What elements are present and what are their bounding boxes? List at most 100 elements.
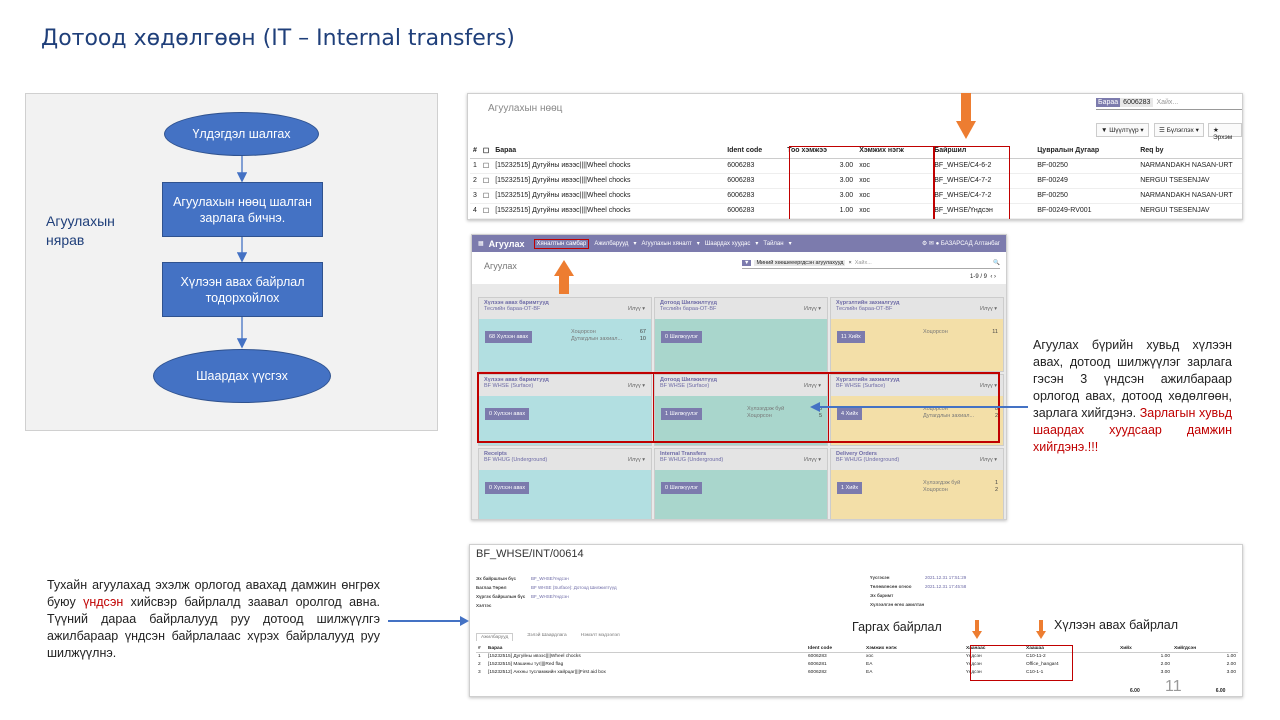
row-checkbox[interactable]: ☐ xyxy=(479,203,493,219)
row-checkbox[interactable]: ☐ xyxy=(479,188,493,204)
inventory-dashboard-screenshot: ▦ Агуулах Хяналтын самбар Ажилбарууд▾ Аг… xyxy=(471,234,1007,520)
select-all-checkbox[interactable]: ☐ xyxy=(479,144,493,159)
card-more-dropdown[interactable]: Илүү ▾ xyxy=(804,383,821,389)
card-title: Receipts xyxy=(484,451,507,457)
card-action-button[interactable]: 11 Хийх xyxy=(837,331,865,343)
menu-dashboard[interactable]: Хяналтын самбар xyxy=(533,238,590,249)
search-facet-label: Бараа xyxy=(1096,98,1121,107)
menu-reports[interactable]: Тайлан xyxy=(763,240,784,247)
flow-step-write-issue: Агуулахын нөөц шалган зарлага бичнэ. xyxy=(162,182,323,237)
card-action-button[interactable]: 1 Шилжүүлэг xyxy=(661,408,703,420)
flowchart-panel: Агуулахын нярав Үлдэгдэл шалгах Агуулахы… xyxy=(25,93,438,431)
groupby-button[interactable]: ☰ Бүлэглэх ▾ xyxy=(1154,123,1204,137)
view-title: Агуулах xyxy=(484,261,517,271)
menu-requests[interactable]: Шаардах хуудас xyxy=(704,240,751,247)
search-facet-value[interactable]: 6006283 xyxy=(1120,98,1154,107)
card-action-button[interactable]: 0 Шилжүүлэг xyxy=(661,331,703,343)
card-action-button[interactable]: 4 Хийх xyxy=(837,408,863,420)
search-icon[interactable]: 🔍 xyxy=(993,260,1000,266)
card-subtitle: BF WHSE (Surface) xyxy=(484,383,534,389)
flow-connectors xyxy=(236,154,248,349)
field-label: Эх баримт xyxy=(870,593,894,598)
table-row[interactable]: 1☐[15232515] Дугуйны ивээс||||Wheel choc… xyxy=(470,158,1242,174)
cell-lot: BF-00249-RV001 xyxy=(1034,203,1138,219)
card-action-button[interactable]: 0 Хүлээн авах xyxy=(485,482,530,494)
stock-table: # ☐ Бараа Ident code Тоо хэмжээ Хэмжих н… xyxy=(470,144,1242,219)
left-note: Тухайн агуулахад эхэлж орлогод авахад да… xyxy=(47,578,380,660)
down-arrow-icon xyxy=(956,93,976,139)
role-label: Агуулахын нярав xyxy=(46,213,115,248)
col-uom: Хэмжих нэгж xyxy=(856,144,932,159)
tab-requests[interactable]: Зэлэй Шаардлага xyxy=(527,633,567,638)
top-navbar: ▦ Агуулах Хяналтын самбар Ажилбарууд▾ Аг… xyxy=(472,235,1006,252)
card-more-dropdown[interactable]: Илүү ▾ xyxy=(980,457,997,463)
row-checkbox[interactable]: ☐ xyxy=(479,158,493,174)
filter-button[interactable]: ▼ Шүүлтүүр ▾ xyxy=(1096,123,1149,137)
menu-control[interactable]: Агуулахын хяналт xyxy=(641,240,692,247)
card-more-dropdown[interactable]: Илүү ▾ xyxy=(628,306,645,312)
line-cell: C10-1-1 xyxy=(1026,670,1044,675)
app-name: Агуулах xyxy=(488,238,525,249)
user-menu[interactable]: ⚙ ✉ ● БАЗАРСАД Алтанбаг xyxy=(921,241,1000,247)
card-subtitle: BF WHUG (Underground) xyxy=(484,457,548,463)
card-more-dropdown[interactable]: Илүү ▾ xyxy=(980,383,997,389)
cell-lot: BF-00249 xyxy=(1034,173,1138,189)
left-pointer-arrow-icon xyxy=(388,616,469,626)
field-value: BF_WHSE/Үндсэн xyxy=(531,576,569,581)
table-row[interactable]: 4☐[15232515] Дугуйны ивээс||||Wheel choc… xyxy=(470,203,1242,219)
card-action-button[interactable]: 1 Хийх xyxy=(837,482,863,494)
card-more-dropdown[interactable]: Илүү ▾ xyxy=(980,306,997,312)
field-label: Хэлтэс xyxy=(476,603,492,608)
card-action-button[interactable]: 0 Хүлээн авах xyxy=(485,408,530,420)
table-row[interactable]: 3☐[15232515] Дугуйны ивээс||||Wheel choc… xyxy=(470,188,1242,204)
card-more-dropdown[interactable]: Илүү ▾ xyxy=(628,457,645,463)
card-more-dropdown[interactable]: Илүү ▾ xyxy=(628,383,645,389)
line-cell: 1 xyxy=(478,654,481,660)
page-number: 11 xyxy=(1165,678,1182,695)
cell-location: BF_WHSE/C4-7-2 xyxy=(931,188,1035,204)
tab-extra[interactable]: Нэмэлт мэдээлэл xyxy=(580,633,620,638)
card-title: Хүргэлтийн захиалгууд xyxy=(836,377,900,383)
line-cell: 3 xyxy=(478,670,481,675)
line-cell: хос xyxy=(866,654,874,660)
highlight-from-to xyxy=(970,645,1073,681)
field-value: BF WHSE (Surface): Дотоод Шилжилтүүд xyxy=(531,585,617,590)
table-row[interactable]: 3[15232512] Анхны тусламжийн хайрцаг||||… xyxy=(476,669,1238,677)
cell-uom: хос xyxy=(856,173,932,189)
favorites-button[interactable]: ★ Эрхэм xyxy=(1208,123,1242,141)
line-cell: 6006281 xyxy=(808,662,827,667)
row-checkbox[interactable]: ☐ xyxy=(479,173,493,189)
apps-menu-icon[interactable]: ▦ xyxy=(478,241,484,247)
table-row[interactable]: 1[15232515] Дугуйны ивээс||||Wheel chock… xyxy=(476,653,1238,661)
pager[interactable]: 1-9 / 9 ‹ › xyxy=(969,274,996,280)
line-cell: 2.00 xyxy=(1226,662,1236,667)
menu-operations[interactable]: Ажилбарууд xyxy=(594,240,629,247)
card-action-button[interactable]: 0 Шилжүүлэг xyxy=(661,482,703,494)
card-action-button[interactable]: 68 Хүлээн авах xyxy=(485,331,533,343)
card-more-dropdown[interactable]: Илүү ▾ xyxy=(804,306,821,312)
table-row[interactable]: 2☐[15232515] Дугуйны ивээс||||Wheel choc… xyxy=(470,173,1242,189)
card-subtitle: BF WHUG (Underground) xyxy=(836,457,900,463)
tab-operations[interactable]: Ажилбарууд xyxy=(476,633,514,641)
card-title: Delivery Orders xyxy=(836,451,877,457)
dashboard-search[interactable]: ▼ Миний хөөшееергдсэн агуулахууд× Хайх..… xyxy=(742,258,1000,269)
cell-qty: 3.00 xyxy=(784,158,857,174)
card-more-dropdown[interactable]: Илүү ▾ xyxy=(804,457,821,463)
page-title: Дотоод хөдөлгөөн (IT – Internal transfer… xyxy=(41,26,515,51)
search-box[interactable]: Бараа 6006283 Хайх... xyxy=(1096,96,1242,110)
cell-uom: хос xyxy=(856,203,932,219)
cell-location: BF_WHSE/C4-7-2 xyxy=(931,173,1035,189)
